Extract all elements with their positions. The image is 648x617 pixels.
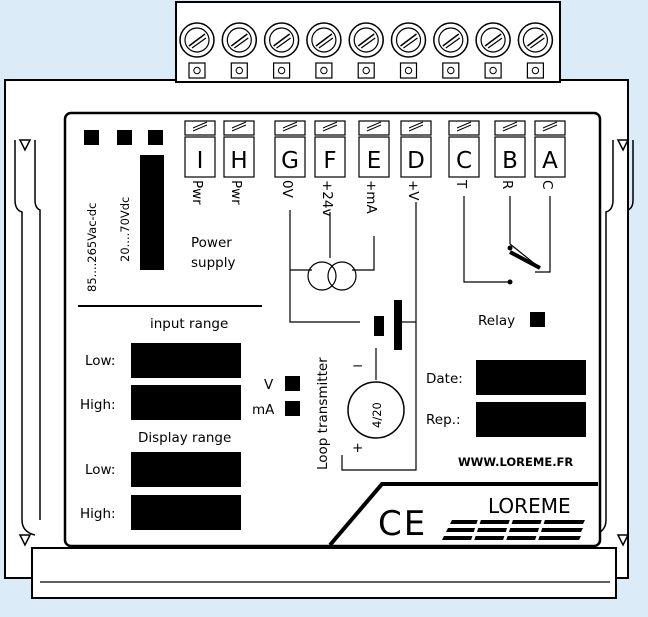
terminal-letter-B: B — [502, 148, 518, 174]
brand-name: LOREME — [488, 494, 571, 518]
input-range-title: input range — [150, 316, 228, 332]
relay-label: Relay — [478, 313, 515, 329]
terminal-I — [184, 120, 216, 178]
terminal-G — [274, 120, 306, 178]
terminal-function-C: T — [453, 179, 469, 189]
screw-terminal — [348, 22, 384, 79]
terminal-D — [400, 120, 432, 178]
terminal-B — [494, 120, 526, 178]
website-label: WWW.LOREME.FR — [458, 455, 573, 469]
display-low-label: Low: — [85, 462, 115, 478]
terminal-letter-E: E — [367, 148, 382, 174]
input-high-field — [131, 385, 241, 420]
terminal-H — [223, 120, 255, 178]
relay-indicator — [530, 312, 545, 327]
screw-terminal — [390, 22, 427, 79]
unit-ma-label: mA — [252, 402, 275, 418]
power-range-dc: 20....70Vdc — [118, 197, 132, 262]
terminal-F — [314, 120, 346, 178]
input-low-label: Low: — [85, 353, 115, 369]
loop-minus-sign: − — [352, 358, 363, 374]
housing-skirt — [31, 547, 617, 599]
input-high-label: High: — [80, 397, 116, 413]
loop-wiring — [289, 202, 417, 471]
loop-cap-plate-1 — [374, 316, 384, 336]
terminal-letter-A: A — [542, 148, 558, 174]
terminal-C — [448, 120, 480, 178]
power-supply-label-1: Power — [191, 235, 232, 251]
screw-terminal — [306, 22, 342, 79]
rep-label: Rep.: — [426, 412, 461, 428]
loop-cap-plate-2 — [394, 300, 402, 350]
display-range-title: Display range — [138, 430, 231, 446]
unit-v-box — [285, 376, 300, 391]
display-low-field — [131, 452, 241, 487]
terminal-function-I: Pwr — [189, 180, 205, 205]
terminal-function-H: Pwr — [228, 180, 244, 205]
power-square-dc — [117, 130, 132, 145]
screw-terminal — [517, 22, 554, 79]
terminal-letter-D: D — [407, 148, 425, 174]
screw-terminal — [263, 22, 300, 79]
terminal-letter-C: C — [456, 148, 472, 174]
terminal-function-B: R — [499, 180, 515, 189]
input-low-field — [131, 343, 241, 378]
display-high-field — [131, 495, 241, 530]
date-label: Date: — [426, 371, 463, 387]
terminal-letter-I: I — [197, 148, 204, 174]
screw-terminal — [433, 22, 469, 79]
top-terminal-block — [175, 1, 561, 83]
power-selector-bar — [140, 155, 164, 270]
terminal-function-D: +V — [405, 180, 421, 201]
screw-terminal — [221, 22, 258, 79]
relay-contact — [463, 196, 551, 283]
unit-ma-box — [285, 401, 300, 416]
brand-corner-line — [328, 482, 598, 547]
power-supply-label-2: supply — [191, 255, 235, 271]
terminal-letter-G: G — [281, 148, 299, 174]
terminal-letter-H: H — [230, 148, 247, 174]
terminal-function-F: +24v — [319, 180, 335, 216]
screw-terminal — [475, 22, 511, 79]
rep-field — [476, 402, 586, 437]
brand-logo-stripes — [442, 520, 585, 540]
loop-current-source — [347, 381, 405, 439]
relay-contact-arm — [509, 250, 541, 270]
brand-logo-slashes — [470, 517, 546, 543]
screw-terminal — [179, 22, 215, 79]
front-terminal-row — [184, 120, 566, 178]
terminal-function-E: +mA — [363, 180, 379, 214]
date-field — [476, 360, 586, 395]
display-high-label: High: — [80, 506, 116, 522]
terminal-A — [534, 120, 566, 178]
power-square-3 — [148, 130, 163, 145]
ce-mark: CE — [378, 504, 427, 544]
terminal-letter-F: F — [323, 148, 336, 174]
label-plate — [63, 111, 602, 548]
loop-transmitter-label: Loop transmitter — [315, 357, 331, 470]
loop-plus-sign: + — [352, 440, 363, 456]
loop-current-label: 4/20 — [370, 402, 384, 428]
terminal-E — [358, 120, 390, 178]
unit-v-label: V — [264, 377, 274, 393]
terminal-function-G: 0V — [279, 180, 295, 199]
terminal-function-A: C — [539, 180, 555, 189]
left-rail-clip — [14, 139, 41, 547]
power-square-ac — [84, 130, 99, 145]
power-range-ac: 85....265Vac-dc — [85, 203, 99, 292]
